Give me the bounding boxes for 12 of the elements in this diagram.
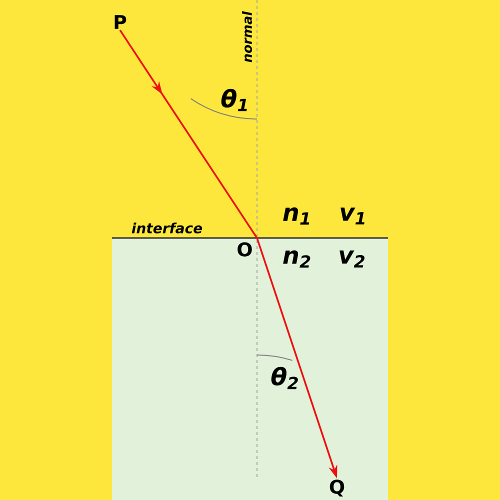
refractive-index-label: n$_{2}$ bbox=[283, 250, 310, 268]
light-ray bbox=[119, 30, 258, 238]
refractive-index-label: n$_{1}$ bbox=[283, 207, 310, 225]
axis-label: interface bbox=[132, 222, 202, 234]
speed-label: v$_{1}$ bbox=[340, 208, 364, 224]
point-label: P bbox=[114, 15, 126, 29]
angle-label: θ$_{2}$ bbox=[271, 366, 298, 390]
axis-label: normal bbox=[242, 11, 252, 62]
angle-label: θ$_{1}$ bbox=[221, 88, 247, 112]
point-label: O bbox=[238, 242, 252, 257]
point-label: Q bbox=[330, 480, 344, 496]
speed-label: v$_{2}$ bbox=[340, 250, 364, 268]
